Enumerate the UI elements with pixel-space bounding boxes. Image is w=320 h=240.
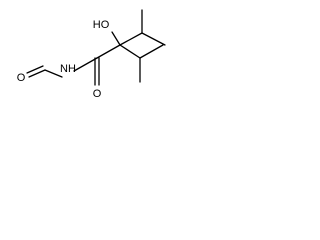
lower-isopropyl-methyl-1 — [139, 44, 164, 59]
formyl-double-bond-b — [26, 65, 44, 74]
formyl-double-bond-a — [28, 69, 46, 78]
formyl-c-n-bond — [44, 69, 63, 78]
hydroxyl-label: HO — [93, 19, 110, 31]
carbonyl-oxygen-label: O — [93, 88, 102, 100]
amide-nitrogen-label: NH — [60, 63, 76, 75]
upper-isopropyl-bond — [119, 32, 143, 46]
aldehyde-oxygen-label: O — [17, 72, 26, 84]
amide-c-quaternary-bond — [96, 44, 121, 59]
amide-n-c-bond — [73, 57, 98, 72]
upper-isopropyl-methyl-2 — [141, 32, 166, 46]
structure-diagram: O NH HO O — [17, 9, 166, 100]
quaternary-c-oh-bond — [111, 31, 121, 46]
lower-isopropyl-bond — [119, 44, 141, 59]
